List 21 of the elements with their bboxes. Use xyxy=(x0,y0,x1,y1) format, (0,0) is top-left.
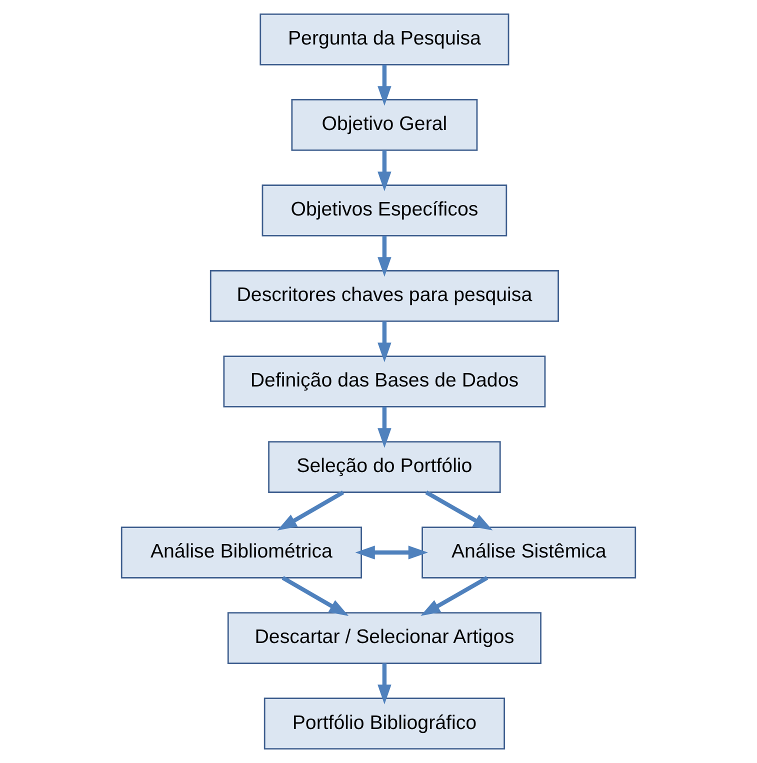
arrow xyxy=(282,576,349,616)
arrow xyxy=(378,236,392,277)
arrow xyxy=(378,406,392,448)
node-box: Objetivo Geral xyxy=(291,99,478,151)
node-box: Descritores chaves para pesquisa xyxy=(210,270,559,322)
node-box: Objetivos Específicos xyxy=(262,184,508,236)
node-box: Pergunta da Pesquisa xyxy=(260,14,510,66)
node-box: Análise Bibliométrica xyxy=(120,526,362,578)
arrow xyxy=(378,64,392,106)
arrow xyxy=(378,663,392,704)
node-box: Seleção do Portfólio xyxy=(268,441,501,493)
arrow xyxy=(277,490,344,530)
arrow xyxy=(420,576,488,616)
node-box: Descartar / Selecionar Artigos xyxy=(227,612,542,664)
arrow xyxy=(378,321,392,362)
arrow xyxy=(378,150,392,192)
arrow xyxy=(425,490,493,530)
node-box: Definição das Bases de Dados xyxy=(223,356,546,408)
arrow xyxy=(355,546,428,560)
node-box: Portfólio Bibliográfico xyxy=(264,698,506,750)
node-box: Análise Sistêmica xyxy=(422,526,636,578)
